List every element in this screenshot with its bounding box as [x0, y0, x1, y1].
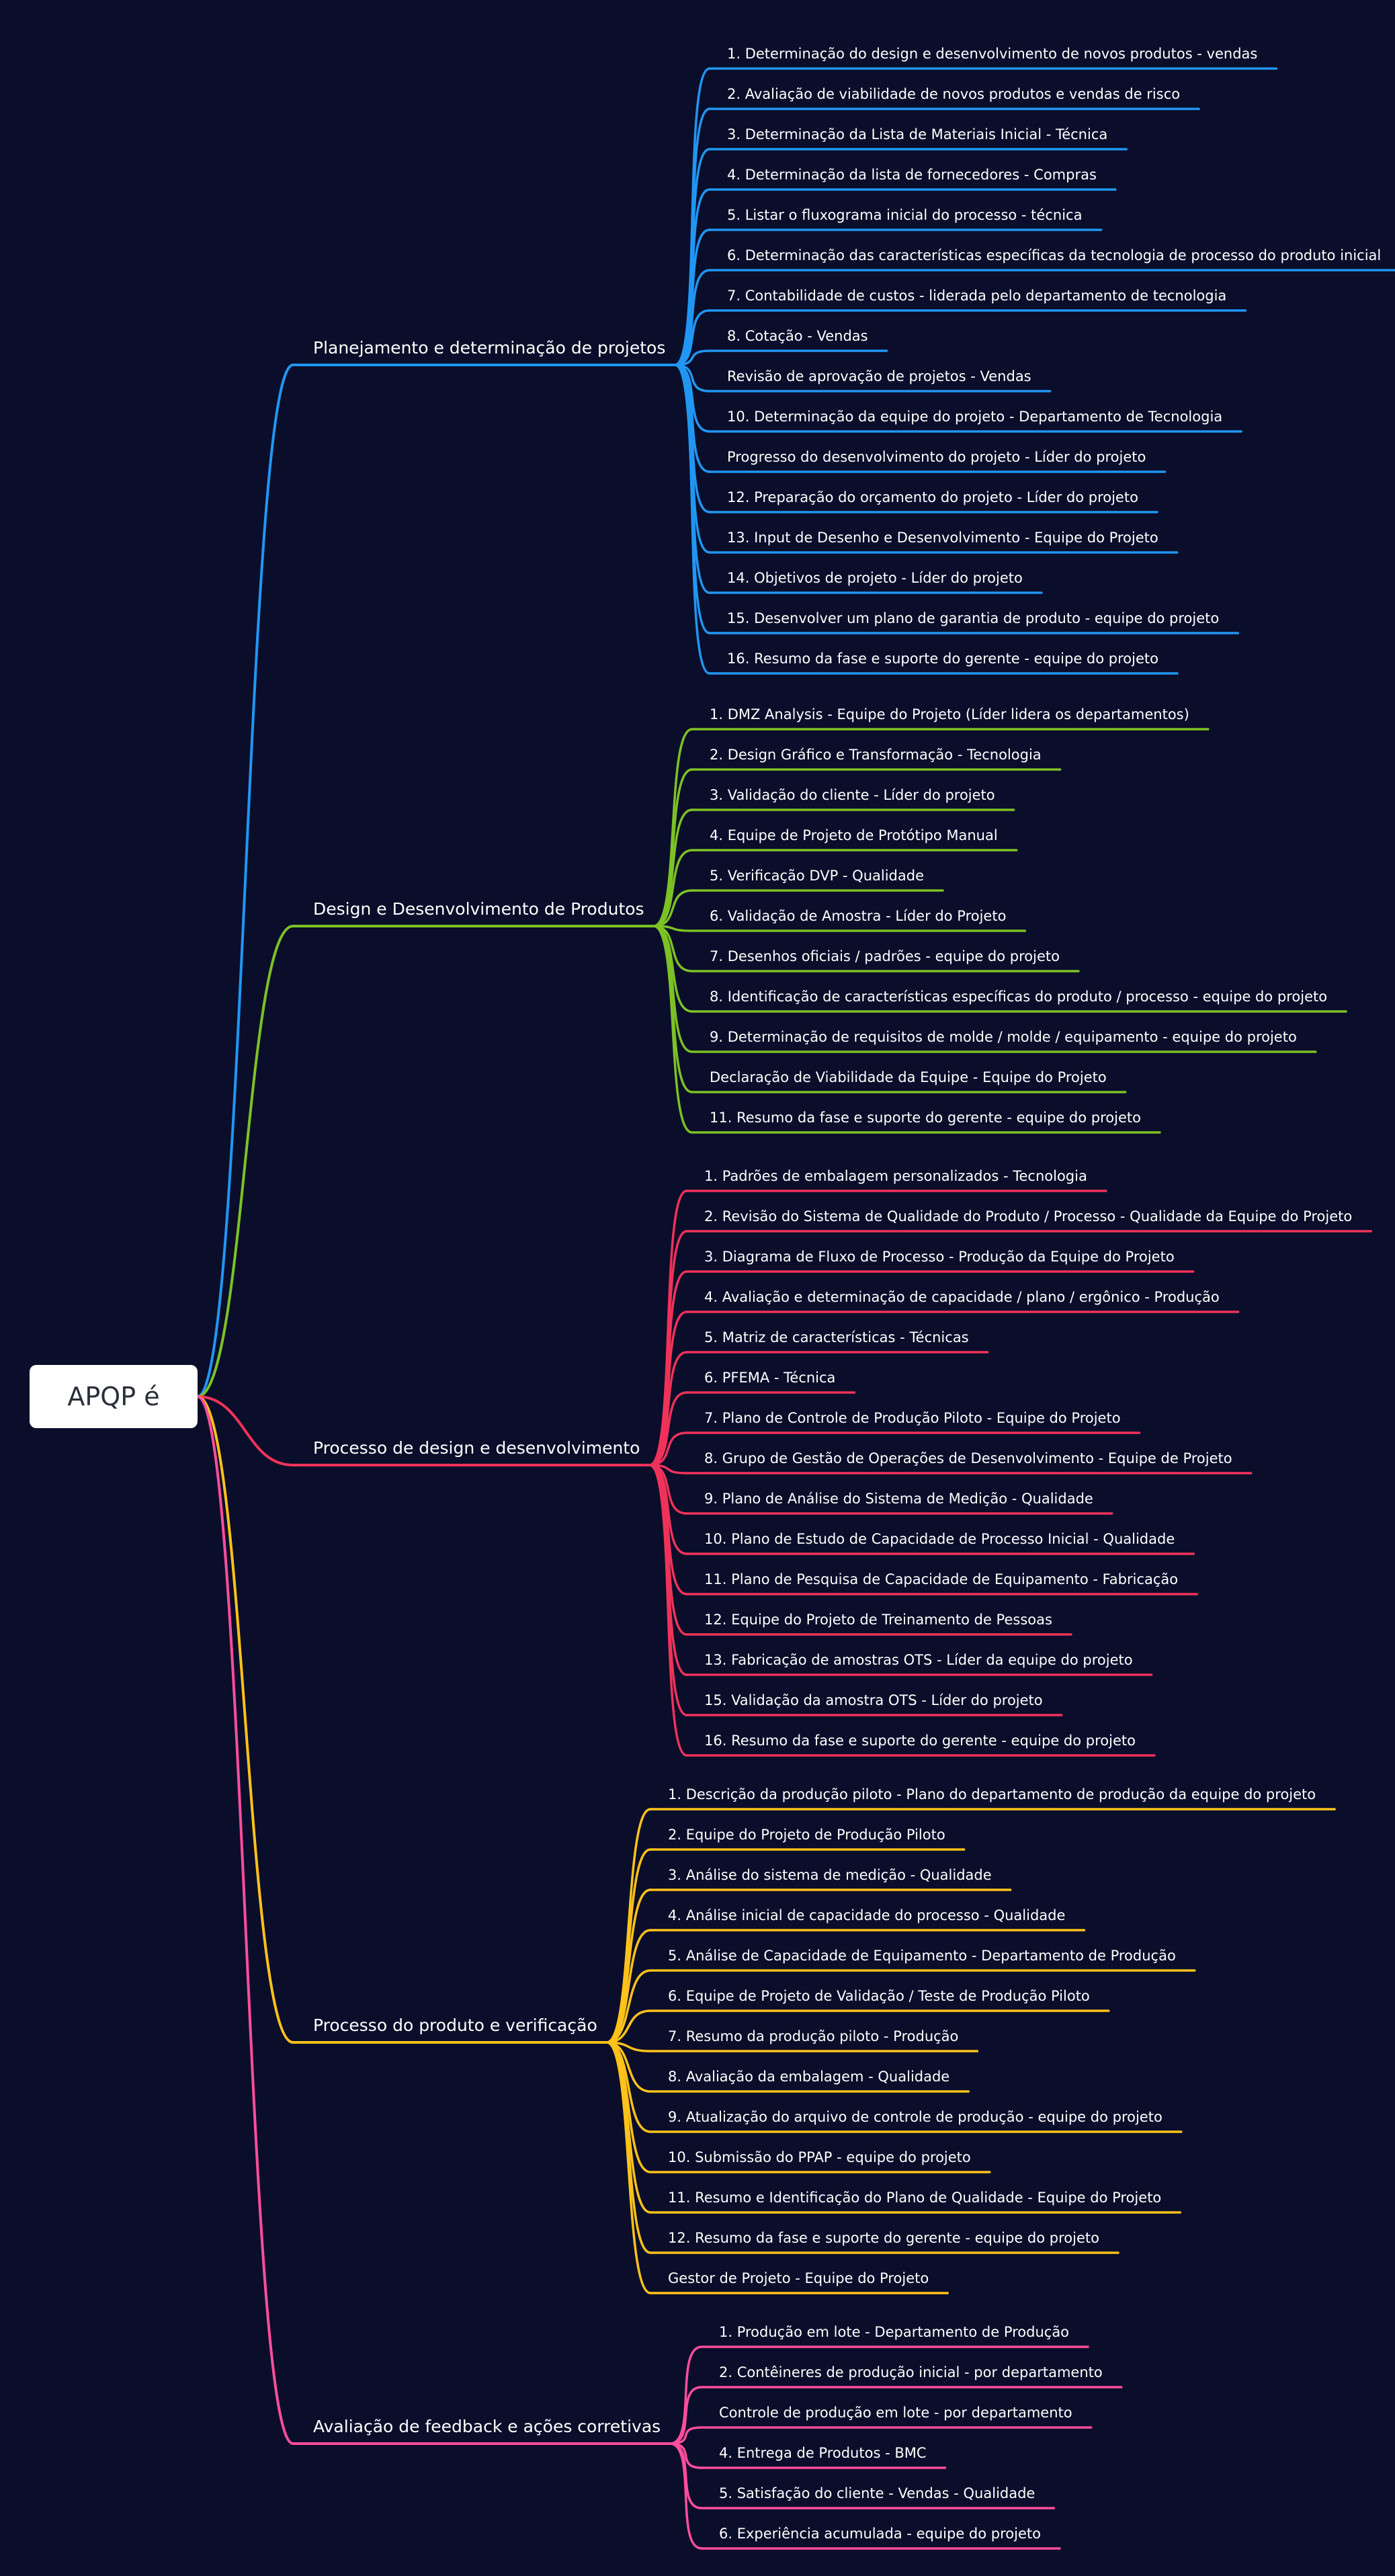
leaf-label[interactable]: 3. Determinação da Lista de Materiais In… — [727, 126, 1108, 142]
leaf-label[interactable]: 3. Análise do sistema de medição - Quali… — [668, 1867, 992, 1883]
branch-label-5[interactable]: Avaliação de feedback e ações corretivas — [313, 2417, 661, 2436]
leaf-label[interactable]: 3. Validação do cliente - Líder do proje… — [710, 787, 995, 803]
leaf-label[interactable]: 10. Plano de Estudo de Capacidade de Pro… — [704, 1531, 1175, 1547]
leaf-label[interactable]: 15. Validação da amostra OTS - Líder do … — [704, 1692, 1043, 1708]
leaf-label[interactable]: 2. Design Gráfico e Transformação - Tecn… — [710, 747, 1042, 763]
branch-label-3[interactable]: Processo de design e desenvolvimento — [313, 1438, 640, 1458]
leaf-label[interactable]: 4. Avaliação e determinação de capacidad… — [704, 1289, 1220, 1305]
leaf-connector — [673, 364, 711, 675]
leaf-label[interactable]: 9. Determinação de requisitos de molde /… — [710, 1029, 1297, 1045]
leaf-connector — [669, 2426, 703, 2445]
leaf-connector — [673, 309, 711, 366]
leaf-connector — [605, 2041, 652, 2254]
leaf-connector — [605, 1929, 652, 2044]
leaf-connector — [652, 889, 693, 927]
leaf-label[interactable]: 13. Fabricação de amostras OTS - Líder d… — [704, 1652, 1133, 1668]
root-node[interactable]: APQP é — [30, 1365, 198, 1428]
leaf-label[interactable]: 5. Verificação DVP - Qualidade — [710, 868, 924, 884]
leaf-connector — [652, 728, 693, 927]
leaf-label[interactable]: 3. Diagrama de Fluxo de Processo - Produ… — [704, 1249, 1175, 1265]
leaf-label[interactable]: 5. Listar o fluxograma inicial do proces… — [727, 207, 1083, 223]
leaf-label[interactable]: 16. Resumo da fase e suporte do gerente … — [727, 651, 1158, 667]
leaf-label[interactable]: 1. Produção em lote - Departamento de Pr… — [719, 2324, 1070, 2340]
leaf-label[interactable]: 7. Resumo da produção piloto - Produção — [668, 2028, 959, 2044]
leaf-connector — [605, 1969, 652, 2044]
leaf-label[interactable]: 1. Determinação do design e desenvolvime… — [727, 46, 1258, 62]
leaf-label[interactable]: 1. Padrões de embalagem personalizados -… — [704, 1168, 1087, 1184]
branch-label-1[interactable]: Planejamento e determinação de projetos — [313, 338, 666, 358]
leaf-label[interactable]: 10. Determinação da equipe do projeto - … — [727, 409, 1223, 425]
leaf-connector — [605, 2009, 652, 2044]
leaf-label[interactable]: 6. PFEMA - Técnica — [704, 1370, 836, 1386]
leaf-label[interactable]: 5. Satisfação do cliente - Vendas - Qual… — [719, 2485, 1035, 2501]
leaf-label[interactable]: 6. Equipe de Projeto de Validação / Test… — [668, 1988, 1090, 2004]
leaf-label[interactable]: 4. Equipe de Projeto de Protótipo Manual — [710, 827, 998, 843]
leaf-label[interactable]: 5. Matriz de características - Técnicas — [704, 1329, 969, 1345]
leaf-connector — [648, 1431, 688, 1466]
branch-connector-5 — [196, 1395, 294, 2445]
branch-connector-2 — [196, 925, 294, 1398]
leaf-label[interactable]: 12. Preparação do orçamento do projeto -… — [727, 489, 1138, 505]
branch-label-4[interactable]: Processo do produto e verificação — [313, 2016, 597, 2035]
leaf-connector — [648, 1391, 688, 1466]
branch-label-2[interactable]: Design e Desenvolvimento de Produtos — [313, 899, 644, 919]
leaf-label[interactable]: Controle de produção em lote - por depar… — [719, 2405, 1072, 2421]
leaf-connector — [669, 2386, 703, 2445]
leaf-label[interactable]: 1. DMZ Analysis - Equipe do Projeto (Líd… — [710, 706, 1189, 722]
leaf-label[interactable]: 15. Desenvolver um plano de garantia de … — [727, 610, 1220, 626]
leaf-label[interactable]: 6. Validação de Amostra - Líder do Proje… — [710, 908, 1007, 924]
leaf-label[interactable]: 2. Revisão do Sistema de Qualidade do Pr… — [704, 1208, 1353, 1224]
leaf-connector — [669, 2442, 703, 2550]
leaf-connector — [648, 1464, 688, 1757]
leaf-label[interactable]: 12. Resumo da fase e suporte do gerente … — [668, 2230, 1099, 2246]
leaf-label[interactable]: 8. Identificação de características espe… — [710, 989, 1328, 1005]
leaf-connector — [605, 1888, 652, 2044]
leaf-label[interactable]: Declaração de Viabilidade da Equipe - Eq… — [710, 1069, 1107, 1085]
leaf-label[interactable]: 11. Resumo da fase e suporte do gerente … — [710, 1110, 1141, 1126]
leaf-label[interactable]: 10. Submissão do PPAP - equipe do projet… — [668, 2149, 971, 2165]
leaf-label[interactable]: 13. Input de Desenho e Desenvolvimento -… — [727, 530, 1158, 546]
leaf-connector — [605, 1848, 652, 2044]
leaf-label[interactable]: 7. Contabilidade de custos - liderada pe… — [727, 288, 1227, 304]
leaf-connector — [605, 2041, 652, 2294]
branch-connector-4 — [196, 1395, 294, 2044]
leaf-label[interactable]: 4. Entrega de Produtos - BMC — [719, 2445, 927, 2461]
branch-connector-1 — [196, 364, 294, 1398]
leaf-label[interactable]: 8. Avaliação da embalagem - Qualidade — [668, 2069, 950, 2085]
leaf-label[interactable]: 8. Cotação - Vendas — [727, 328, 868, 344]
leaf-label[interactable]: 16. Resumo da fase e suporte do gerente … — [704, 1733, 1136, 1749]
leaf-label[interactable]: 9. Atualização do arquivo de controle de… — [668, 2109, 1162, 2125]
leaf-label[interactable]: 6. Experiência acumulada - equipe do pro… — [719, 2526, 1041, 2542]
leaf-label[interactable]: 8. Grupo de Gestão de Operações de Desen… — [704, 1450, 1232, 1466]
leaf-connector — [673, 269, 711, 366]
leaf-label[interactable]: 2. Equipe do Projeto de Produção Piloto — [668, 1827, 945, 1843]
root-label: APQP é — [67, 1382, 160, 1411]
leaf-label[interactable]: 11. Resumo e Identificação do Plano de Q… — [668, 2190, 1162, 2206]
leaf-label[interactable]: 4. Determinação da lista de fornecedores… — [727, 167, 1097, 183]
leaf-label[interactable]: 2. Avaliação de viabilidade de novos pro… — [727, 86, 1181, 102]
leaf-connector — [652, 925, 693, 1134]
leaf-label[interactable]: 9. Plano de Análise do Sistema de Mediçã… — [704, 1491, 1093, 1507]
leaf-connector — [673, 349, 711, 366]
leaf-connector — [652, 849, 693, 927]
leaf-label[interactable]: 11. Plano de Pesquisa de Capacidade de E… — [704, 1571, 1179, 1587]
leaf-label[interactable]: Progresso do desenvolvimento do projeto … — [727, 449, 1146, 465]
leaf-label[interactable]: 7. Plano de Controle de Produção Piloto … — [704, 1410, 1121, 1426]
leaf-label[interactable]: Revisão de aprovação de projetos - Venda… — [727, 368, 1031, 384]
leaf-label[interactable]: Gestor de Projeto - Equipe do Projeto — [668, 2270, 929, 2286]
leaf-label[interactable]: 2. Contêineres de produção inicial - por… — [719, 2364, 1103, 2380]
leaf-label[interactable]: 1. Descrição da produção piloto - Plano … — [668, 1786, 1316, 1802]
leaf-label[interactable]: 5. Análise de Capacidade de Equipamento … — [668, 1948, 1176, 1964]
leaf-connector — [669, 2345, 703, 2445]
leaf-connector — [652, 768, 693, 927]
leaf-label[interactable]: 6. Determinação das características espe… — [727, 247, 1382, 263]
branch-connector-3 — [196, 1395, 294, 1466]
leaf-label[interactable]: 4. Análise inicial de capacidade do proc… — [668, 1907, 1066, 1923]
leaf-label[interactable]: 7. Desenhos oficiais / padrões - equipe … — [710, 948, 1060, 964]
leaf-label[interactable]: 12. Equipe do Projeto de Treinamento de … — [704, 1612, 1052, 1628]
leaf-label[interactable]: 14. Objetivos de projeto - Líder do proj… — [727, 570, 1023, 586]
